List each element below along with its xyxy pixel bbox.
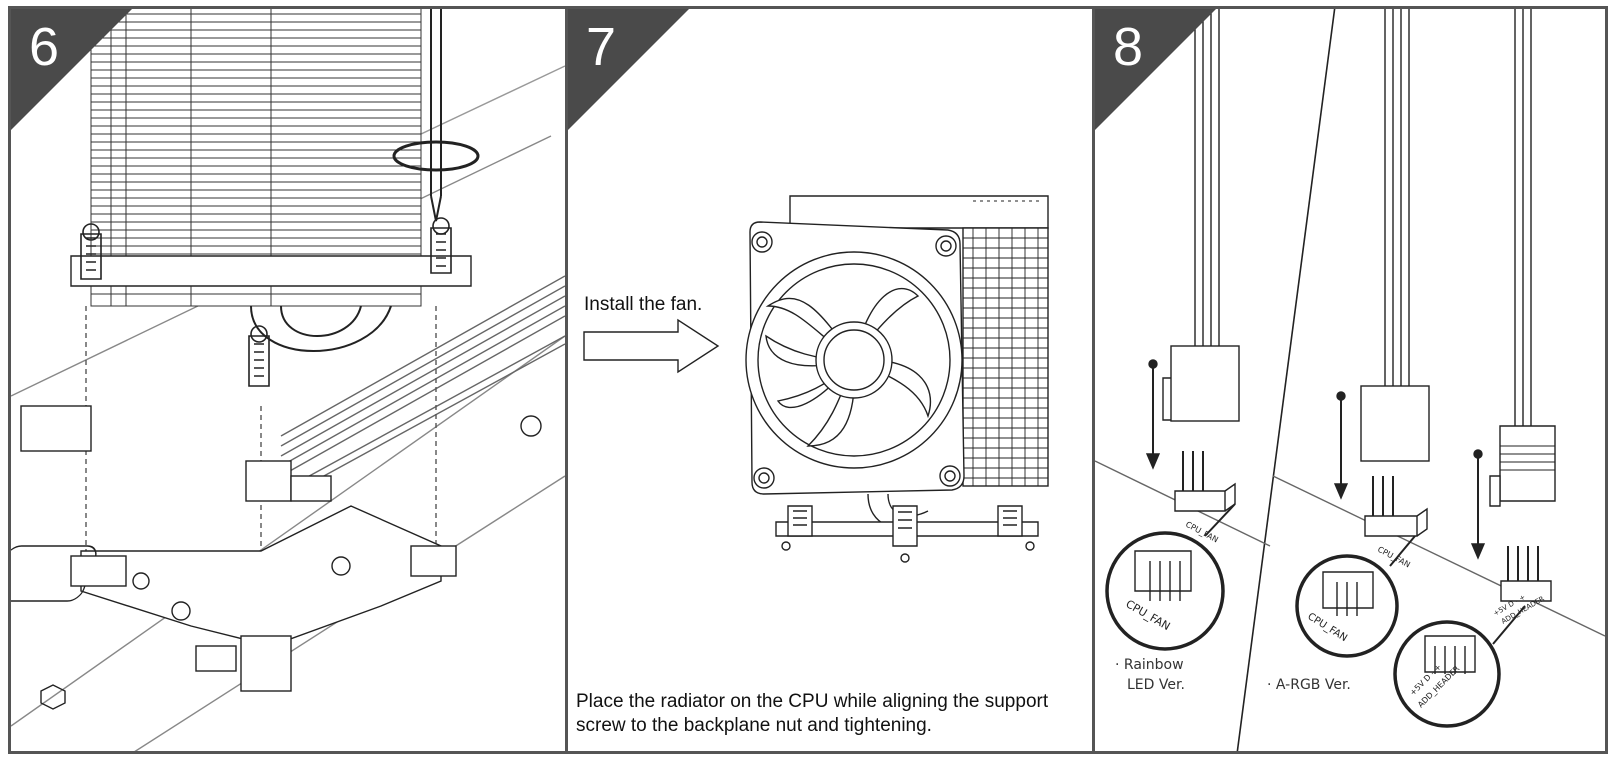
outline-right-arrow-icon bbox=[583, 318, 720, 374]
step-7-panel: 7 Install the fan. Place the radiator on… bbox=[568, 6, 1092, 754]
step-badge bbox=[1095, 6, 1219, 130]
install-fan-text: Install the fan. bbox=[584, 294, 703, 315]
rainbow-version-label-line1: · Rainbow bbox=[1115, 657, 1184, 673]
step-number: 6 bbox=[29, 17, 60, 77]
step-number: 8 bbox=[1113, 17, 1144, 77]
step-8-panel: CPU_FAN CPU_FAN CPU_FAN CPU_FAN bbox=[1095, 6, 1605, 754]
panel-divider bbox=[565, 6, 568, 754]
cooler-mounting-illustration bbox=[11, 6, 565, 754]
step-number: 7 bbox=[586, 17, 617, 77]
step-badge bbox=[568, 6, 692, 130]
step-badge bbox=[11, 6, 135, 130]
step-6-panel: 6 bbox=[11, 6, 565, 754]
outer-frame bbox=[8, 6, 1608, 754]
fan-installation-illustration bbox=[583, 195, 1049, 563]
fan-header-connection-illustration: CPU_FAN CPU_FAN CPU_FAN CPU_FAN bbox=[1095, 6, 1605, 754]
step-caption: Place the radiator on the CPU while alig… bbox=[576, 691, 1049, 736]
argb-version-label: · A-RGB Ver. bbox=[1267, 677, 1351, 693]
rainbow-version-label-line2: LED Ver. bbox=[1127, 677, 1185, 693]
panel-divider bbox=[1092, 6, 1095, 754]
